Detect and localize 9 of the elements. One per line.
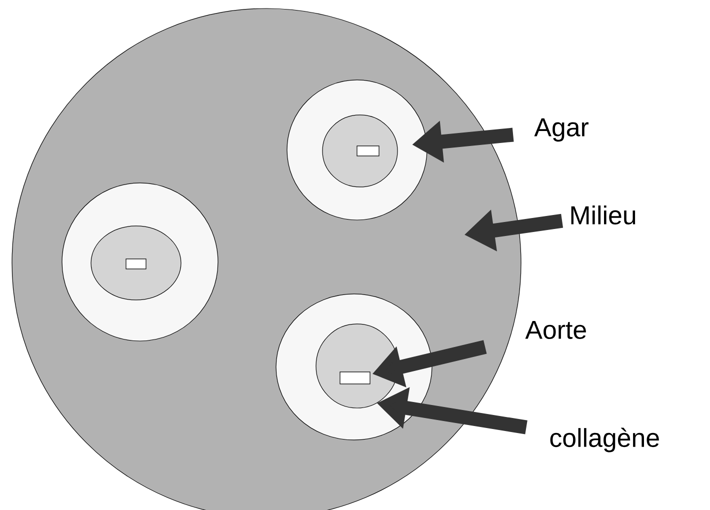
label-text: Aorte	[525, 320, 586, 340]
collagen-disc	[90, 226, 182, 300]
label-text: Agar	[534, 118, 588, 142]
label-text: collagène	[550, 428, 659, 452]
collagen-disc	[322, 114, 398, 188]
aorta-piece	[340, 372, 370, 384]
label-text: Milieu	[571, 205, 636, 224]
aorta-piece	[356, 146, 380, 156]
aorta-piece	[126, 258, 146, 270]
